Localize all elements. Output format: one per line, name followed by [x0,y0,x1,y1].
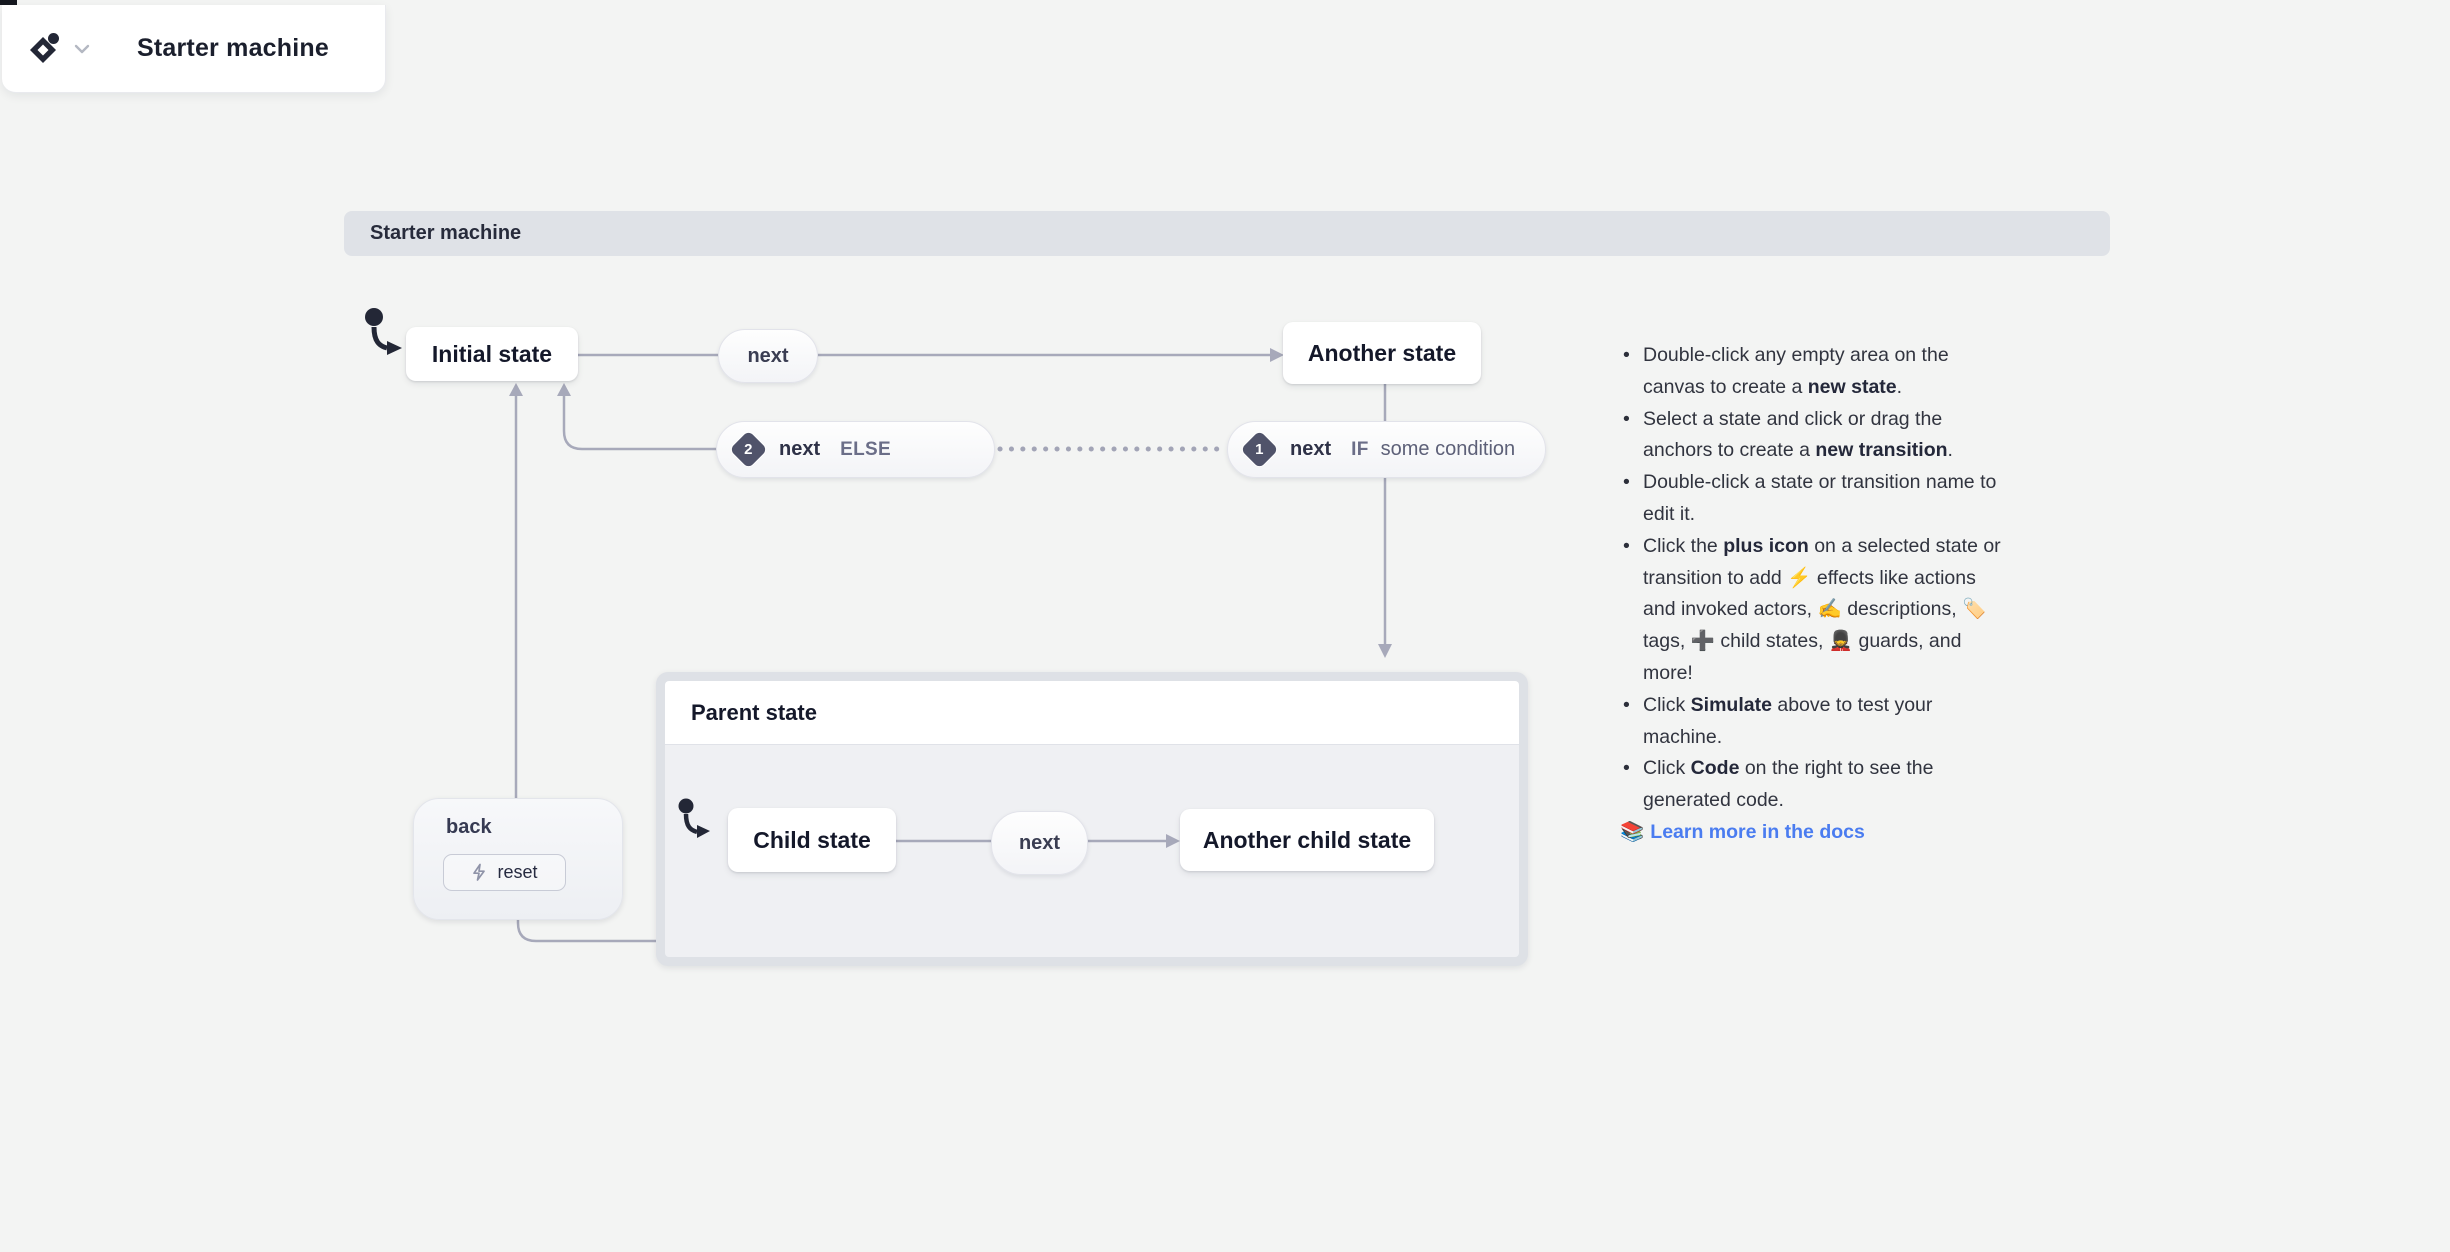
window-corner-artifact [0,0,17,5]
transition-child-next[interactable]: next [991,811,1088,875]
reset-action-label: reset [497,862,538,882]
docs-link[interactable]: Learn more in the docs [1650,820,1865,843]
state-another-child-label: Another child state [1202,826,1412,853]
help-list: Double-click any empty area on the canva… [1620,340,2002,817]
state-initial-label: Initial state [431,340,553,367]
machine-header-title: Starter machine [370,222,522,244]
chevron-down-icon [74,44,90,53]
stately-logo-icon [30,32,59,63]
transition-back-event: back [446,816,492,838]
transition-next-else[interactable]: 2 next ELSE [716,421,995,478]
help-panel: Double-click any empty area on the canva… [1620,340,2002,849]
action-bolt-icon [473,863,486,881]
transition-back[interactable]: back reset [413,798,623,920]
transition-next-else-keyword: ELSE [840,438,891,460]
transition-next-else-event: next [779,438,821,460]
transition-next-if-guard: some condition [1380,438,1516,460]
state-another-child[interactable]: Another child state [1180,809,1434,871]
machine-header-bar[interactable]: Starter machine [344,211,2110,256]
books-icon: 📚 [1620,820,1645,843]
docs-line: 📚 Learn more in the docs [1620,817,2002,849]
transition-next-if-event: next [1290,438,1332,460]
transition-next-if-keyword: IF [1351,438,1369,460]
state-another[interactable]: Another state [1283,322,1481,384]
state-parent-header[interactable]: Parent state [665,681,1519,745]
help-item: Select a state and click or drag the anc… [1620,404,2002,468]
machine-menu-button[interactable] [26,30,91,68]
reset-action-chip[interactable]: reset [443,854,566,891]
help-item: Click Code on the right to see the gener… [1620,753,2002,817]
state-child-label: Child state [753,826,871,853]
state-parent-label: Parent state [691,699,817,725]
transition-next[interactable]: next [718,329,818,383]
titlebar-card: Starter machine [2,5,386,93]
transition-order-badge: 2 [729,430,768,469]
transition-order-badge: 1 [1240,430,1279,469]
state-another-label: Another state [1307,339,1457,366]
machine-title[interactable]: Starter machine [137,34,329,62]
help-item: Double-click a state or transition name … [1620,467,2002,531]
state-child[interactable]: Child state [728,808,896,872]
transition-child-next-event: next [1018,831,1061,854]
transition-next-if[interactable]: 1 next IF some condition [1227,421,1546,478]
help-item: Click Simulate above to test your machin… [1620,690,2002,754]
help-item: Click the plus icon on a selected state … [1620,531,2002,690]
state-initial[interactable]: Initial state [406,327,578,381]
transition-next-event: next [747,344,789,367]
help-item: Double-click any empty area on the canva… [1620,340,2002,404]
